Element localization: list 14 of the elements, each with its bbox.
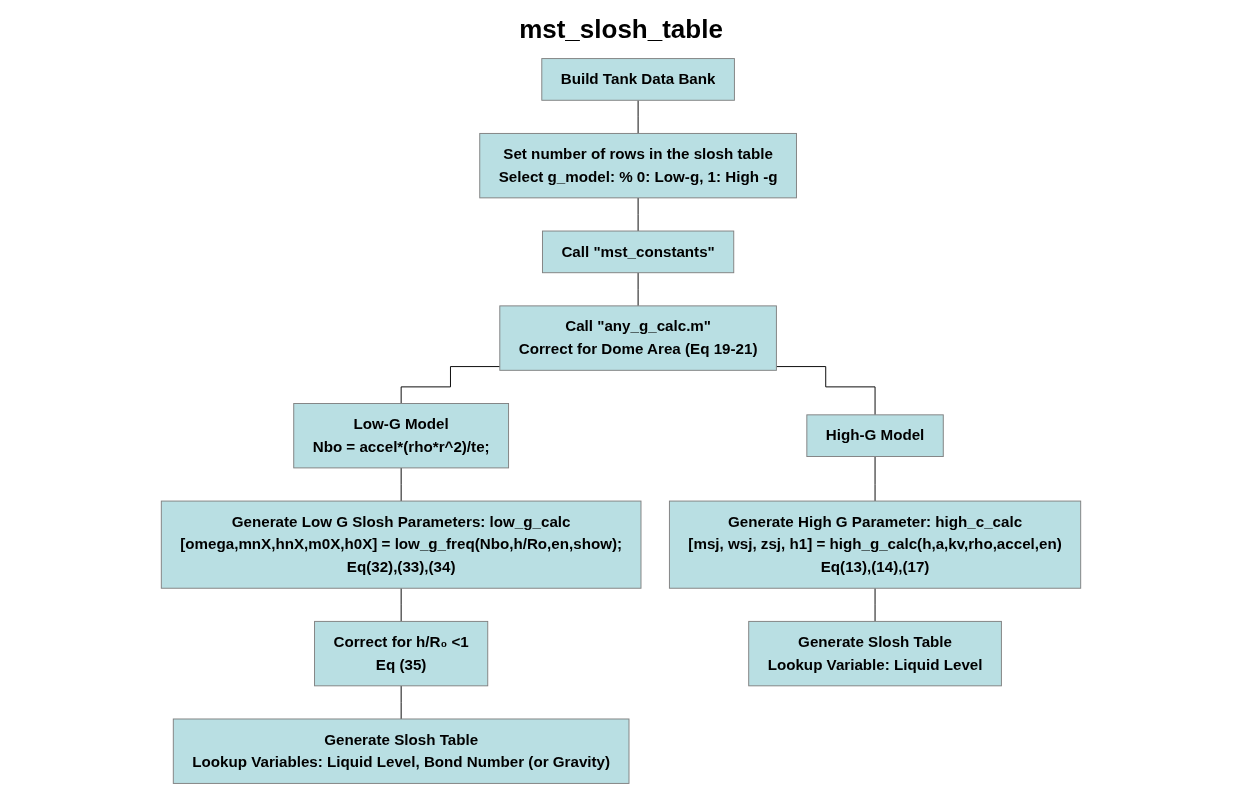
node-box: Call "any_g_calc.m" Correct for Dome Area (Eq 19-21) — [499, 305, 777, 371]
connector — [775, 366, 876, 416]
node-box: Generate Low G Slosh Parameters: low_g_calc [omega,mnX,hnX,m0X,h0X] = low_g_freq(Nbo,h/Ro,en,show); Eq(32),(33),(34) — [160, 500, 642, 589]
node-box: High-G Model — [806, 414, 944, 457]
node-box: Generate High G Parameter: high_c_calc [msj, wsj, zsj, h1] = high_g_calc(h,a,kv,rho,accel,en) Eq(13),(14),(17) — [668, 500, 1082, 589]
node-box: Set number of rows in the slosh table Select g_model: % 0: Low-g, 1: High -g — [479, 132, 797, 199]
node-box: Build Tank Data Bank — [541, 58, 735, 101]
diagram-title: mst_slosh_table — [518, 14, 724, 45]
node-box: Generate Slosh Table Lookup Variables: Liquid Level, Bond Number (or Gravity) — [172, 718, 630, 784]
node-box: Correct for h/R₀ <1 Eq (35) — [314, 620, 489, 687]
node-box: Call "mst_constants" — [542, 230, 735, 274]
connector — [400, 366, 501, 404]
node-box: Low-G Model Nbo = accel*(rho*r^2)/te; — [293, 403, 510, 469]
node-box: Generate Slosh Table Lookup Variable: Liquid Level — [748, 620, 1002, 687]
